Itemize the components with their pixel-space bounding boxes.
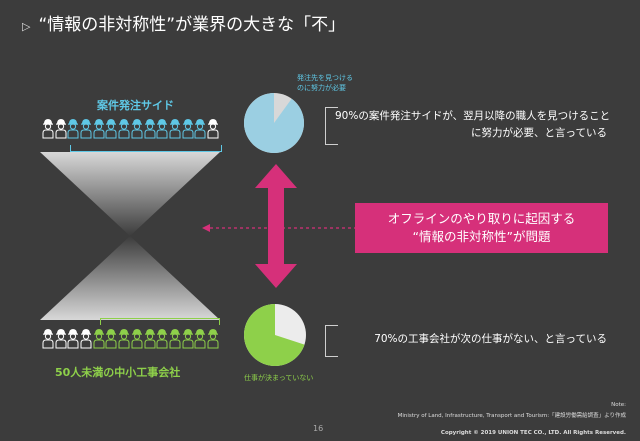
worker-icon <box>105 327 118 349</box>
center-message-line2: “情報の非対称性”が問題 <box>412 229 551 244</box>
page-title-text: “情報の非対称性”が業界の大きな「不」 <box>38 15 346 35</box>
top-workers-bracket <box>70 145 222 152</box>
top-pie-slice <box>244 93 304 153</box>
page-number: 16 <box>313 424 324 433</box>
bottom-workers-bracket <box>100 318 220 325</box>
worker-icon <box>42 327 55 349</box>
page-title: ▷ “情報の非対称性”が業界の大きな「不」 <box>22 10 345 35</box>
worker-icon <box>194 327 207 349</box>
worker-icon <box>182 117 195 139</box>
center-message-line1: オフラインのやり取りに起因する <box>387 211 576 226</box>
top-statement-bracket <box>325 107 338 145</box>
worker-icon <box>118 327 131 349</box>
worker-icon <box>55 327 68 349</box>
worker-icon <box>156 117 169 139</box>
worker-icon <box>194 117 207 139</box>
worker-icon <box>182 327 195 349</box>
center-message-box: オフラインのやり取りに起因する “情報の非対称性”が問題 <box>355 203 608 253</box>
worker-icon <box>131 117 144 139</box>
worker-icon <box>207 327 220 349</box>
worker-icon <box>156 327 169 349</box>
bottom-pie-slice <box>244 304 305 366</box>
hourglass-shape <box>40 152 220 320</box>
triangle-bullet-icon: ▷ <box>22 20 31 33</box>
note-label: Note: <box>611 402 626 408</box>
worker-icon <box>105 117 118 139</box>
bottom-pie-chart <box>244 304 306 366</box>
worker-icon <box>93 327 106 349</box>
worker-icon <box>169 327 182 349</box>
double-arrow-icon <box>255 164 297 288</box>
worker-icon <box>67 117 80 139</box>
worker-icon <box>80 327 93 349</box>
top-workers-row <box>42 117 220 139</box>
bottom-statement-bracket <box>325 325 338 357</box>
top-pie-caption: 発注先を見つける のに努力が必要 <box>297 74 353 92</box>
worker-icon <box>118 117 131 139</box>
bottom-statement: 70%の工事会社が次の仕事がない、と言っている <box>374 333 607 345</box>
top-pie-chart <box>244 93 304 153</box>
bottom-pie-caption: 仕事が決まっていない <box>244 374 314 382</box>
worker-icon <box>93 117 106 139</box>
top-group-label: 案件発注サイド <box>97 99 174 112</box>
worker-icon <box>80 117 93 139</box>
worker-icon <box>131 327 144 349</box>
bottom-group-label: 50人未満の中小工事会社 <box>55 366 181 379</box>
note-source: Ministry of Land, Infrastructure, Transp… <box>397 413 626 419</box>
worker-icon <box>55 117 68 139</box>
worker-icon <box>144 327 157 349</box>
top-statement: 90%の案件発注サイドが、翌月以降の職人を見つけること に努力が必要、と言ってい… <box>335 110 611 139</box>
worker-icon <box>207 117 220 139</box>
worker-icon <box>169 117 182 139</box>
dashed-arrow-left-icon <box>202 224 355 232</box>
worker-icon <box>42 117 55 139</box>
worker-icon <box>144 117 157 139</box>
worker-icon <box>67 327 80 349</box>
bottom-workers-row <box>42 327 220 349</box>
copyright: Copyright © 2019 UNION TEC CO., LTD. All… <box>440 430 626 436</box>
